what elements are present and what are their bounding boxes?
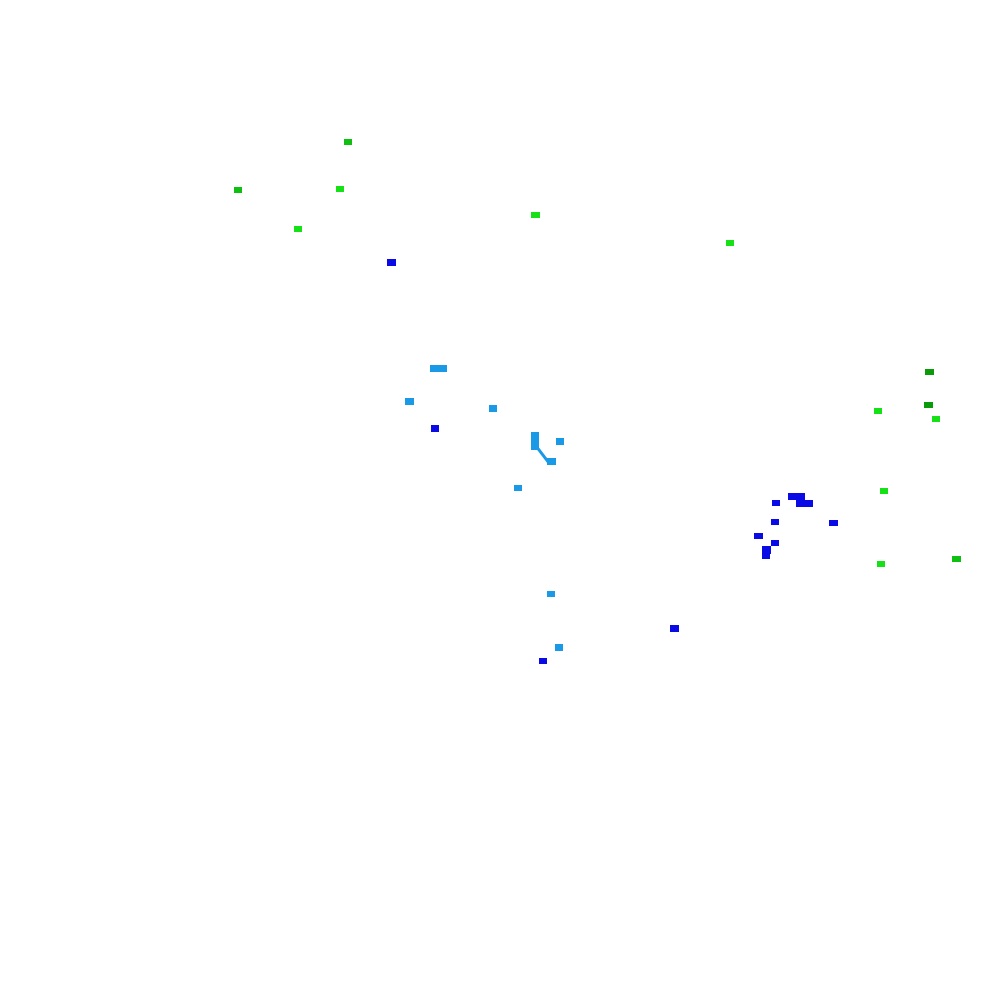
blue-marker	[771, 519, 779, 525]
blue-marker	[829, 520, 838, 526]
blue-marker	[762, 553, 770, 559]
light-blue-marker	[547, 458, 556, 465]
blue-marker	[788, 493, 805, 500]
dark-green-marker	[925, 369, 934, 375]
light-blue-marker	[405, 398, 414, 405]
light-blue-marker	[555, 644, 563, 651]
green-marker	[294, 226, 302, 232]
blue-marker	[754, 533, 763, 539]
mid-green-marker	[234, 187, 242, 193]
dark-green-marker	[924, 402, 933, 408]
blue-marker	[796, 500, 813, 507]
light-blue-marker	[547, 591, 555, 597]
blue-marker	[539, 658, 547, 664]
green-marker	[336, 186, 344, 192]
blue-marker	[772, 500, 780, 506]
green-marker	[932, 416, 940, 422]
light-blue-marker	[430, 365, 447, 372]
green-marker	[726, 240, 734, 246]
green-marker	[531, 212, 540, 218]
light-blue-marker	[531, 432, 539, 450]
mid-green-marker	[344, 139, 352, 145]
light-blue-marker	[514, 485, 522, 491]
green-marker	[874, 408, 882, 414]
green-marker	[880, 488, 888, 494]
green-marker	[877, 561, 885, 567]
blue-marker	[762, 546, 771, 554]
blue-marker	[387, 259, 396, 266]
blue-marker	[670, 625, 679, 632]
blue-marker	[431, 425, 439, 432]
mid-green-marker	[952, 556, 961, 562]
blue-marker	[771, 540, 779, 546]
light-blue-marker	[489, 405, 497, 412]
light-blue-marker	[556, 438, 564, 445]
